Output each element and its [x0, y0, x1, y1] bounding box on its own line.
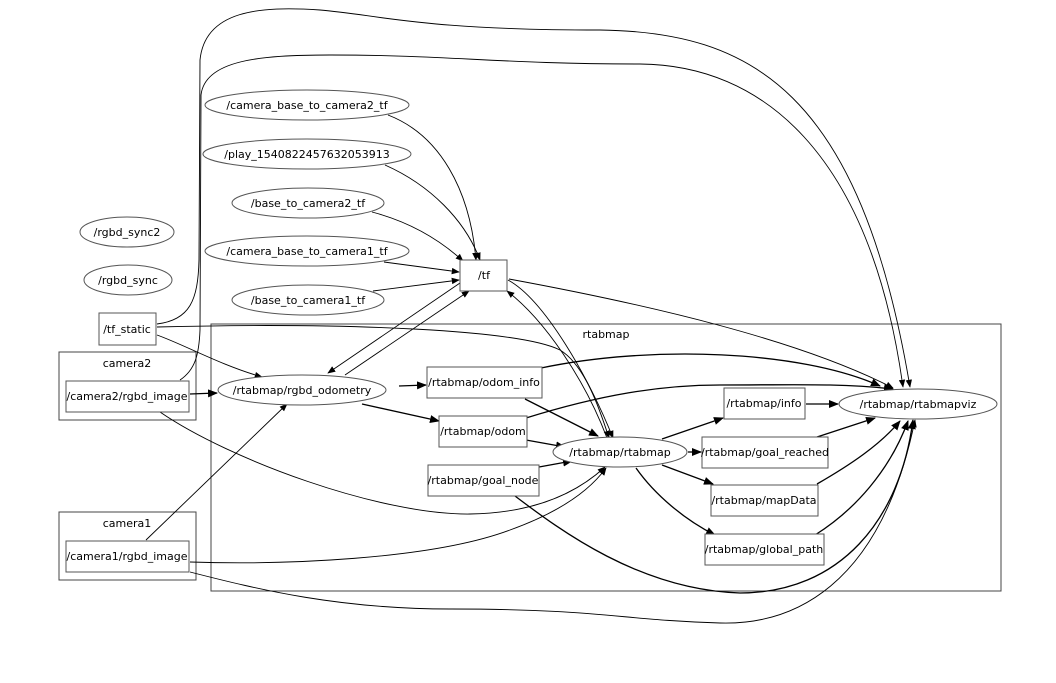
node-rgbd-sync2[interactable]: /rgbd_sync2	[79, 216, 175, 248]
svg-text:/rtabmap/mapData: /rtabmap/mapData	[711, 494, 816, 507]
node-rgbd-sync[interactable]: /rgbd_sync	[83, 264, 173, 296]
edge-play-to-tf	[384, 164, 481, 261]
svg-text:/base_to_camera1_tf: /base_to_camera1_tf	[251, 294, 366, 307]
svg-text:/tf_static: /tf_static	[103, 323, 151, 336]
edge-goal-reached-to-rtabmapviz	[816, 417, 876, 438]
node-rtabmapviz[interactable]: /rtabmap/rtabmapviz	[838, 388, 998, 420]
edge-cam2-to-rtabmapviz	[179, 54, 906, 388]
edge-rtabmap-to-mapData	[661, 464, 714, 485]
svg-text:/rtabmap/rtabmapviz: /rtabmap/rtabmapviz	[860, 398, 977, 411]
edge-goal-node-to-rtabmap	[538, 458, 573, 468]
node-base-to-camera1-tf[interactable]: /base_to_camera1_tf	[231, 284, 385, 316]
svg-text:/rtabmap/rtabmap: /rtabmap/rtabmap	[569, 446, 670, 459]
node-rgbd-odometry[interactable]: /rtabmap/rgbd_odometry	[217, 374, 387, 406]
edge-rtabmap-to-tf	[506, 290, 608, 439]
svg-text:/rtabmap/rgbd_odometry: /rtabmap/rgbd_odometry	[233, 384, 372, 397]
edge-cam1-to-rtabmapviz	[189, 419, 917, 624]
edge-mapData-to-rtabmapviz	[816, 420, 901, 485]
svg-text:/rtabmap/goal_node: /rtabmap/goal_node	[428, 474, 539, 487]
svg-text:/camera1/rgbd_image: /camera1/rgbd_image	[67, 550, 188, 563]
edge-tf-to-rtabmapviz	[508, 278, 894, 389]
edge-rgbd-odom-to-odom	[361, 403, 440, 423]
edge-tf-static-to-rtabmap	[156, 325, 610, 439]
node-info[interactable]: /rtabmap/info	[723, 387, 806, 420]
svg-text:/tf: /tf	[478, 269, 491, 282]
svg-text:/rtabmap/odom: /rtabmap/odom	[440, 425, 526, 438]
edge-rtabmap-to-global-path	[635, 467, 716, 536]
svg-text:/play_1540822457632053913: /play_1540822457632053913	[224, 148, 389, 161]
svg-text:/camera2/rgbd_image: /camera2/rgbd_image	[67, 390, 188, 403]
node-odom-info[interactable]: /rtabmap/odom_info	[426, 366, 543, 399]
cluster-rtabmap[interactable]: rtabmap	[210, 323, 1002, 592]
node-tf[interactable]: /tf	[459, 259, 508, 292]
cluster-camera1[interactable]: camera1	[58, 511, 197, 581]
edge-goal-node-to-rtabmapviz	[514, 419, 916, 594]
svg-text:/rgbd_sync2: /rgbd_sync2	[94, 226, 161, 239]
edge-odom-info-to-rtabmap	[524, 398, 599, 437]
edge-base-cam1-to-tf	[372, 277, 460, 292]
node-camera1-rgbd-image[interactable]: /camera1/rgbd_image	[65, 540, 190, 573]
node-odom[interactable]: /rtabmap/odom	[438, 415, 528, 448]
edge-cam2-to-rgbd-odom	[189, 389, 218, 398]
edge-cam1-to-rgbd-odom	[145, 403, 288, 541]
edge-rtabmap-to-info	[661, 417, 724, 440]
node-camera-base-to-camera2-tf[interactable]: /camera_base_to_camera2_tf	[204, 89, 410, 121]
edge-odom-to-rtabmapviz	[525, 384, 894, 419]
edge-base-cam2-to-tf	[371, 211, 464, 262]
cluster-label: camera2	[103, 357, 152, 370]
svg-text:/rgbd_sync: /rgbd_sync	[98, 274, 158, 287]
node-play[interactable]: /play_1540822457632053913	[202, 138, 412, 170]
edge-tf-to-rtabmap	[507, 279, 614, 439]
node-rtabmap-rtabmap[interactable]: /rtabmap/rtabmap	[552, 436, 688, 468]
svg-text:/rtabmap/odom_info: /rtabmap/odom_info	[428, 376, 540, 389]
edge-cam-base-cam1-to-tf	[383, 261, 460, 275]
edge-rgbd-odom-to-tf	[344, 290, 470, 376]
edge-cam2-to-rtabmap	[159, 411, 606, 515]
cluster-label: camera1	[103, 517, 152, 530]
svg-text:/camera_base_to_camera1_tf: /camera_base_to_camera1_tf	[226, 245, 388, 258]
edges	[145, 8, 917, 624]
cluster-label: rtabmap	[583, 328, 630, 341]
node-camera-base-to-camera1-tf[interactable]: /camera_base_to_camera1_tf	[204, 235, 410, 267]
node-goal-node[interactable]: /rtabmap/goal_node	[427, 464, 540, 497]
node-global-path[interactable]: /rtabmap/global_path	[704, 533, 825, 566]
node-tf-static[interactable]: /tf_static	[98, 312, 157, 346]
edge-odom-info-to-rtabmapviz	[540, 353, 881, 387]
edge-rgbd-odom-to-odom-info	[398, 381, 427, 390]
edge-tf-static-to-rtabmapviz	[156, 8, 912, 388]
node-mapData[interactable]: /rtabmap/mapData	[710, 484, 819, 517]
node-goal-reached[interactable]: /rtabmap/goal_reached	[701, 436, 829, 469]
svg-text:/camera_base_to_camera2_tf: /camera_base_to_camera2_tf	[226, 99, 388, 112]
svg-text:/base_to_camera2_tf: /base_to_camera2_tf	[251, 197, 366, 210]
edge-global-path-to-rtabmapviz	[814, 420, 909, 536]
node-camera2-rgbd-image[interactable]: /camera2/rgbd_image	[65, 380, 190, 413]
svg-text:/rtabmap/info: /rtabmap/info	[726, 397, 801, 410]
edge-cam-base-cam2-to-tf	[387, 114, 479, 261]
node-base-to-camera2-tf[interactable]: /base_to_camera2_tf	[231, 187, 385, 219]
svg-text:/rtabmap/global_path: /rtabmap/global_path	[705, 543, 823, 556]
cluster-camera2[interactable]: camera2	[58, 351, 197, 421]
edge-cam1-to-rtabmap	[189, 467, 607, 564]
svg-text:/rtabmap/goal_reached: /rtabmap/goal_reached	[701, 446, 829, 459]
edge-tf-static-to-rgbd-odom	[156, 334, 263, 379]
